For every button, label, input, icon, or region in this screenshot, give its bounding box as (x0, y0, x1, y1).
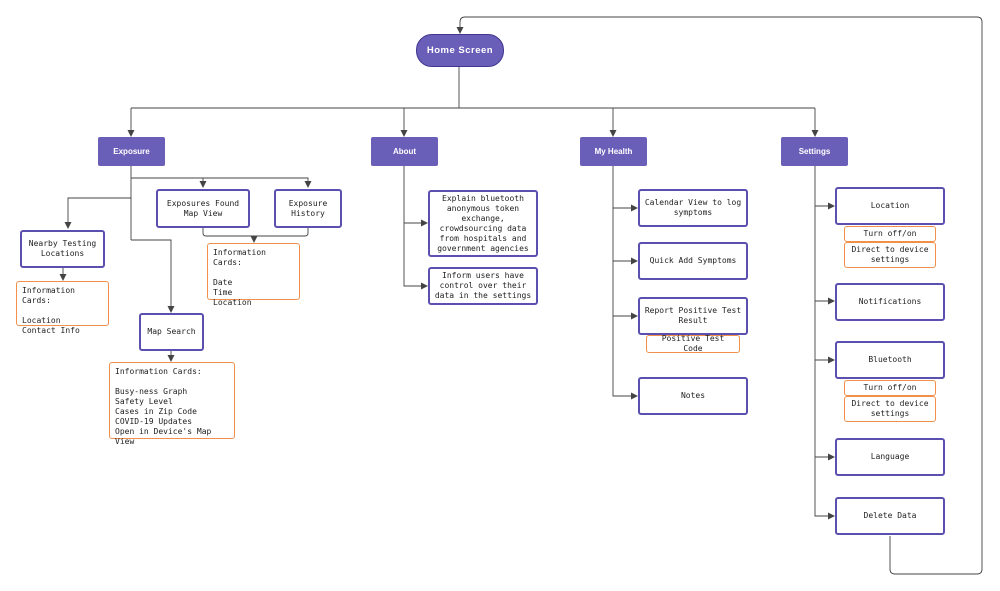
quick-add-symptoms-node[interactable]: Quick Add Symptoms (638, 242, 748, 280)
my-health-node[interactable]: My Health (580, 137, 647, 166)
loop-connector (456, 16, 983, 575)
exposure-node[interactable]: Exposure (98, 137, 165, 166)
settings-bluetooth-node[interactable]: Bluetooth (835, 341, 945, 379)
exposures-found-map-view-node[interactable]: Exposures Found Map View (156, 189, 250, 228)
bluetooth-direct-card: Direct to device settings (844, 396, 936, 422)
connector (64, 197, 131, 229)
inform-data-control-node[interactable]: Inform users have control over their dat… (428, 267, 538, 305)
delete-data-node[interactable]: Delete Data (835, 497, 945, 535)
positive-test-code-card: Positive Test Code (646, 334, 740, 353)
connector (131, 239, 175, 313)
bluetooth-toggle-card: Turn off/on (844, 380, 936, 396)
explain-bluetooth-node[interactable]: Explain bluetooth anonymous token exchan… (428, 190, 538, 257)
settings-location-node[interactable]: Location (835, 187, 945, 225)
language-node[interactable]: Language (835, 438, 945, 476)
calendar-view-node[interactable]: Calendar View to log symptoms (638, 189, 748, 227)
report-positive-test-node[interactable]: Report Positive Test Result (638, 297, 748, 335)
map-search-info-cards: Information Cards: Busy-ness Graph Safet… (109, 362, 235, 446)
about-node[interactable]: About (371, 137, 438, 166)
connector (202, 228, 309, 237)
nearby-info-cards: Information Cards: Location Contact Info (16, 281, 109, 335)
settings-node[interactable]: Settings (781, 137, 848, 166)
home-screen-node[interactable]: Home Screen (416, 34, 504, 67)
exposure-history-node[interactable]: Exposure History (274, 189, 342, 228)
notifications-node[interactable]: Notifications (835, 283, 945, 321)
location-toggle-card: Turn off/on (844, 226, 936, 242)
nearby-testing-locations-node[interactable]: Nearby Testing Locations (20, 230, 105, 268)
connector (131, 177, 312, 188)
history-info-cards: Information Cards: Date Time Location (207, 243, 300, 307)
connector (814, 166, 835, 520)
location-direct-card: Direct to device settings (844, 242, 936, 268)
map-search-node[interactable]: Map Search (139, 313, 204, 351)
connector (403, 166, 428, 290)
connector (612, 166, 638, 400)
notes-node[interactable]: Notes (638, 377, 748, 415)
